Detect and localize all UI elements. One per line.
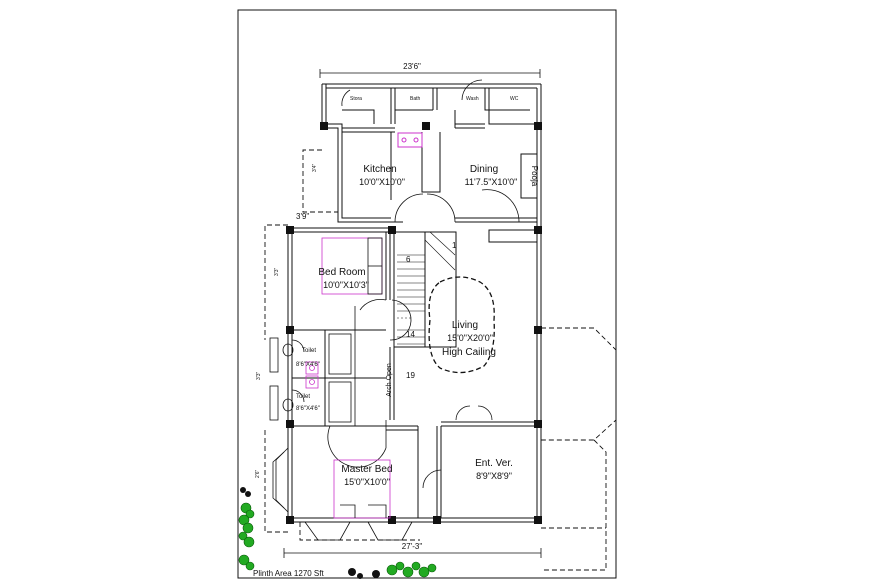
- toilet1-name: Toilet: [302, 348, 316, 354]
- wash-label: Wash: [466, 96, 479, 102]
- stair-treads: [397, 231, 456, 345]
- wc-label: WC: [510, 96, 519, 102]
- arch-open-label: Arch Open: [386, 363, 393, 397]
- bedroom-size: 10'0"X10'3": [323, 280, 369, 290]
- dining-size: 11'7.5"X10'0": [465, 177, 518, 187]
- stair-step-1: 1: [452, 241, 457, 250]
- master-bed-sides: [340, 504, 387, 518]
- bay-window: [272, 447, 413, 541]
- overall-width-dimension: 23'6": [319, 62, 541, 78]
- stair-step-19: 19: [406, 371, 415, 380]
- door-swings: [291, 79, 520, 489]
- dim-left-2: 3'3": [274, 267, 280, 276]
- stair-step-14: 14: [406, 330, 415, 339]
- dim-left-1: 3'4": [312, 163, 318, 172]
- sheet-border: [237, 9, 617, 579]
- landscape-shrubs: [240, 487, 380, 579]
- toilet-fixtures: [269, 333, 352, 423]
- overall-width-label: 23'6": [403, 62, 421, 71]
- entver-name: Ent. Ver.: [475, 458, 513, 469]
- toilet1-size: 8'6"X4'6": [296, 362, 320, 368]
- dim-left-4: 2'6": [255, 469, 261, 478]
- plinth-area-label: Plinth Area 1270 Sft: [253, 569, 324, 578]
- kitchen-sink: [397, 132, 423, 148]
- stair-step-6: 6: [406, 255, 411, 264]
- dining-name: Dining: [470, 164, 498, 175]
- living-name: Living: [452, 320, 478, 331]
- masterbed-size: 15'0"X10'0": [344, 477, 390, 487]
- toilet2-size: 8'6"X4'6": [296, 406, 320, 412]
- pooja-name: Pooja: [530, 166, 539, 187]
- dim-3-9: 3'9": [296, 212, 309, 221]
- dim-left-3: 3'3": [256, 371, 262, 380]
- living-note: High Cailing: [442, 347, 496, 358]
- high-ceiling-outline: [428, 276, 495, 374]
- room-labels: Kitchen 10'0"X10'0" Dining 11'7.5"X10'0"…: [255, 96, 539, 487]
- living-size: 15'0"X20'0": [447, 333, 493, 343]
- bedroom-name: Bed Room: [318, 267, 365, 278]
- toilet-basins: [305, 361, 319, 389]
- kitchen-name: Kitchen: [363, 164, 396, 175]
- toilet2-name: Toilet: [296, 394, 310, 400]
- bottom-width-label: 27'-3": [402, 542, 423, 551]
- landscape-plants: [238, 502, 437, 578]
- columns: [286, 122, 542, 524]
- exterior-walls: [287, 83, 542, 523]
- master-bed: [333, 459, 391, 519]
- kitchen-size: 10'0"X10'0": [359, 177, 405, 187]
- bath-label: Bath: [410, 96, 421, 102]
- bedroom-wardrobe: [367, 237, 383, 295]
- entver-size: 8'9"X8'9": [476, 471, 512, 481]
- interior-walls: [292, 88, 538, 518]
- bottom-dimension: 27'-3": [283, 542, 542, 558]
- store-label: Stora: [350, 96, 362, 102]
- masterbed-name: Master Bed: [341, 464, 392, 475]
